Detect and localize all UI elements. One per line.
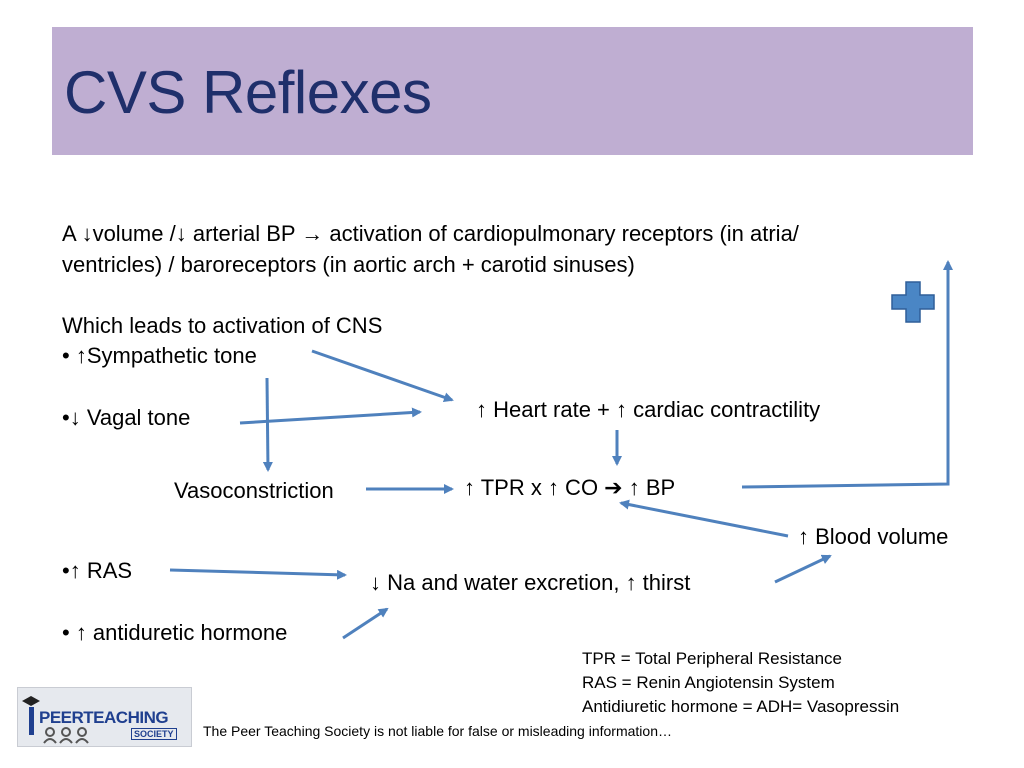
- disclaimer: The Peer Teaching Society is not liable …: [203, 723, 672, 739]
- arrow-na-water-to-blood-volume: [774, 554, 832, 584]
- intro-line-2: ventricles) / baroreceptors (in aortic a…: [62, 252, 635, 277]
- arrow-bp-feedback: [741, 260, 953, 489]
- arrow-sympathetic-to-vasoconstriction: [262, 377, 273, 472]
- bullet-sympathetic-tone: • ↑Sympathetic tone: [62, 343, 257, 368]
- vasoconstriction-label: Vasoconstriction: [174, 478, 334, 503]
- people-icon: [43, 727, 89, 744]
- title-bar: CVS Reflexes: [52, 27, 973, 155]
- bullet-ras: •↑ RAS: [62, 558, 133, 583]
- arrow-vagal-to-heart-rate: [239, 407, 422, 425]
- arrow-adh-to-na-water: [342, 607, 389, 640]
- cns-line: Which leads to activation of CNS: [62, 313, 383, 338]
- blood-volume-label: ↑ Blood volume: [798, 524, 949, 549]
- legend-tpr: TPR = Total Peripheral Resistance: [582, 649, 843, 668]
- peer-teaching-logo: PEERTEACHING SOCIETY: [17, 687, 192, 747]
- intro-line-1: A ↓volume /↓ arterial BP → activation of…: [62, 221, 799, 246]
- page-title: CVS Reflexes: [64, 59, 432, 126]
- tpr-co-bp-label: ↑ TPR x ↑ CO ➔ ↑ BP: [464, 475, 676, 500]
- plus-icon: [891, 281, 935, 323]
- bullet-adh: • ↑ antiduretic hormone: [62, 620, 288, 645]
- bullet-vagal-tone: •↓ Vagal tone: [62, 405, 191, 430]
- na-water-label: ↓ Na and water excretion, ↑ thirst: [370, 570, 691, 595]
- arrow-sympathetic-to-heart-rate: [311, 349, 454, 403]
- legend-adh: Antidiuretic hormone = ADH= Vasopressin: [582, 697, 900, 716]
- logo-text: PEERTEACHING: [39, 708, 169, 727]
- legend-ras: RAS = Renin Angiotensin System: [582, 673, 835, 692]
- arrow-blood-volume-to-co: [619, 499, 789, 538]
- graduation-cap-icon: [22, 696, 40, 735]
- heart-rate-label: ↑ Heart rate + ↑ cardiac contractility: [476, 397, 821, 422]
- logo-subtext: SOCIETY: [131, 728, 177, 740]
- arrow-ras-to-na-water: [169, 568, 347, 580]
